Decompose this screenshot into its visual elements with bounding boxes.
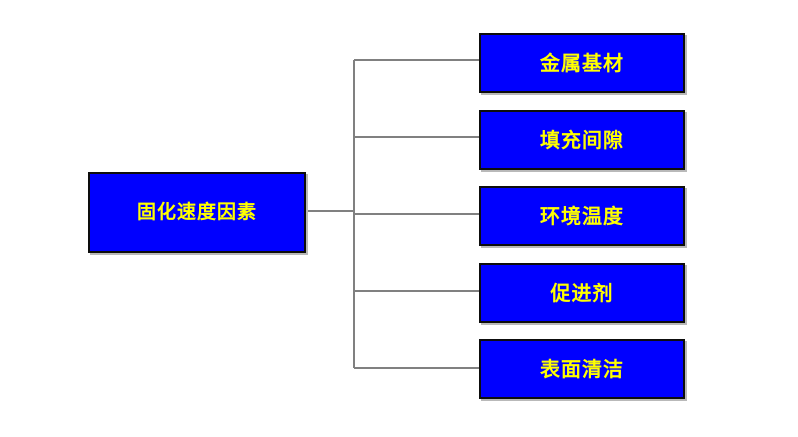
child-node-label: 金属基材 (540, 51, 624, 75)
child-node-label: 填充间隙 (540, 128, 624, 152)
child-node-metal-substrate[interactable]: 金属基材 (479, 33, 685, 93)
child-node-accelerator[interactable]: 促进剂 (479, 263, 685, 323)
root-node-label: 固化速度因素 (136, 201, 257, 224)
child-node-label: 促进剂 (550, 281, 614, 305)
child-node-surface-cleanliness[interactable]: 表面清洁 (479, 339, 685, 399)
child-node-ambient-temperature[interactable]: 环境温度 (479, 186, 685, 246)
child-node-fill-gap[interactable]: 填充间隙 (479, 110, 685, 170)
child-node-label: 表面清洁 (540, 357, 624, 381)
child-node-label: 环境温度 (540, 204, 624, 228)
root-node[interactable]: 固化速度因素 (88, 172, 306, 253)
